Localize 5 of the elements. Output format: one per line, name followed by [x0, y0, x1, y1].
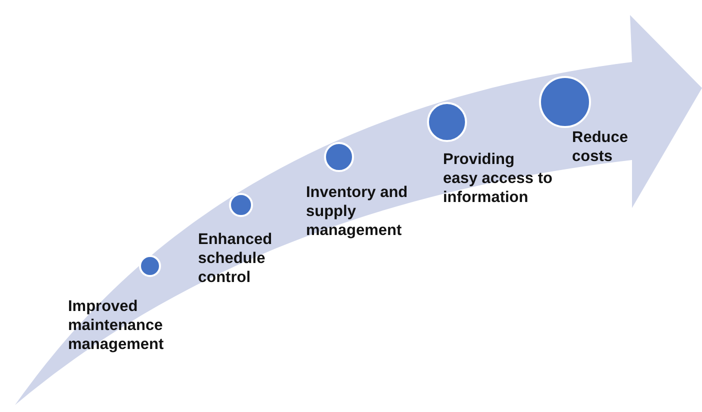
milestone-label: Enhanced schedule control	[198, 230, 274, 287]
milestone-label: Reduce costs	[572, 128, 629, 166]
milestone-label: Improved maintenance management	[68, 297, 165, 354]
milestone-label: Inventory and supply management	[306, 183, 409, 240]
milestone-label: Providing easy access to information	[443, 150, 553, 207]
